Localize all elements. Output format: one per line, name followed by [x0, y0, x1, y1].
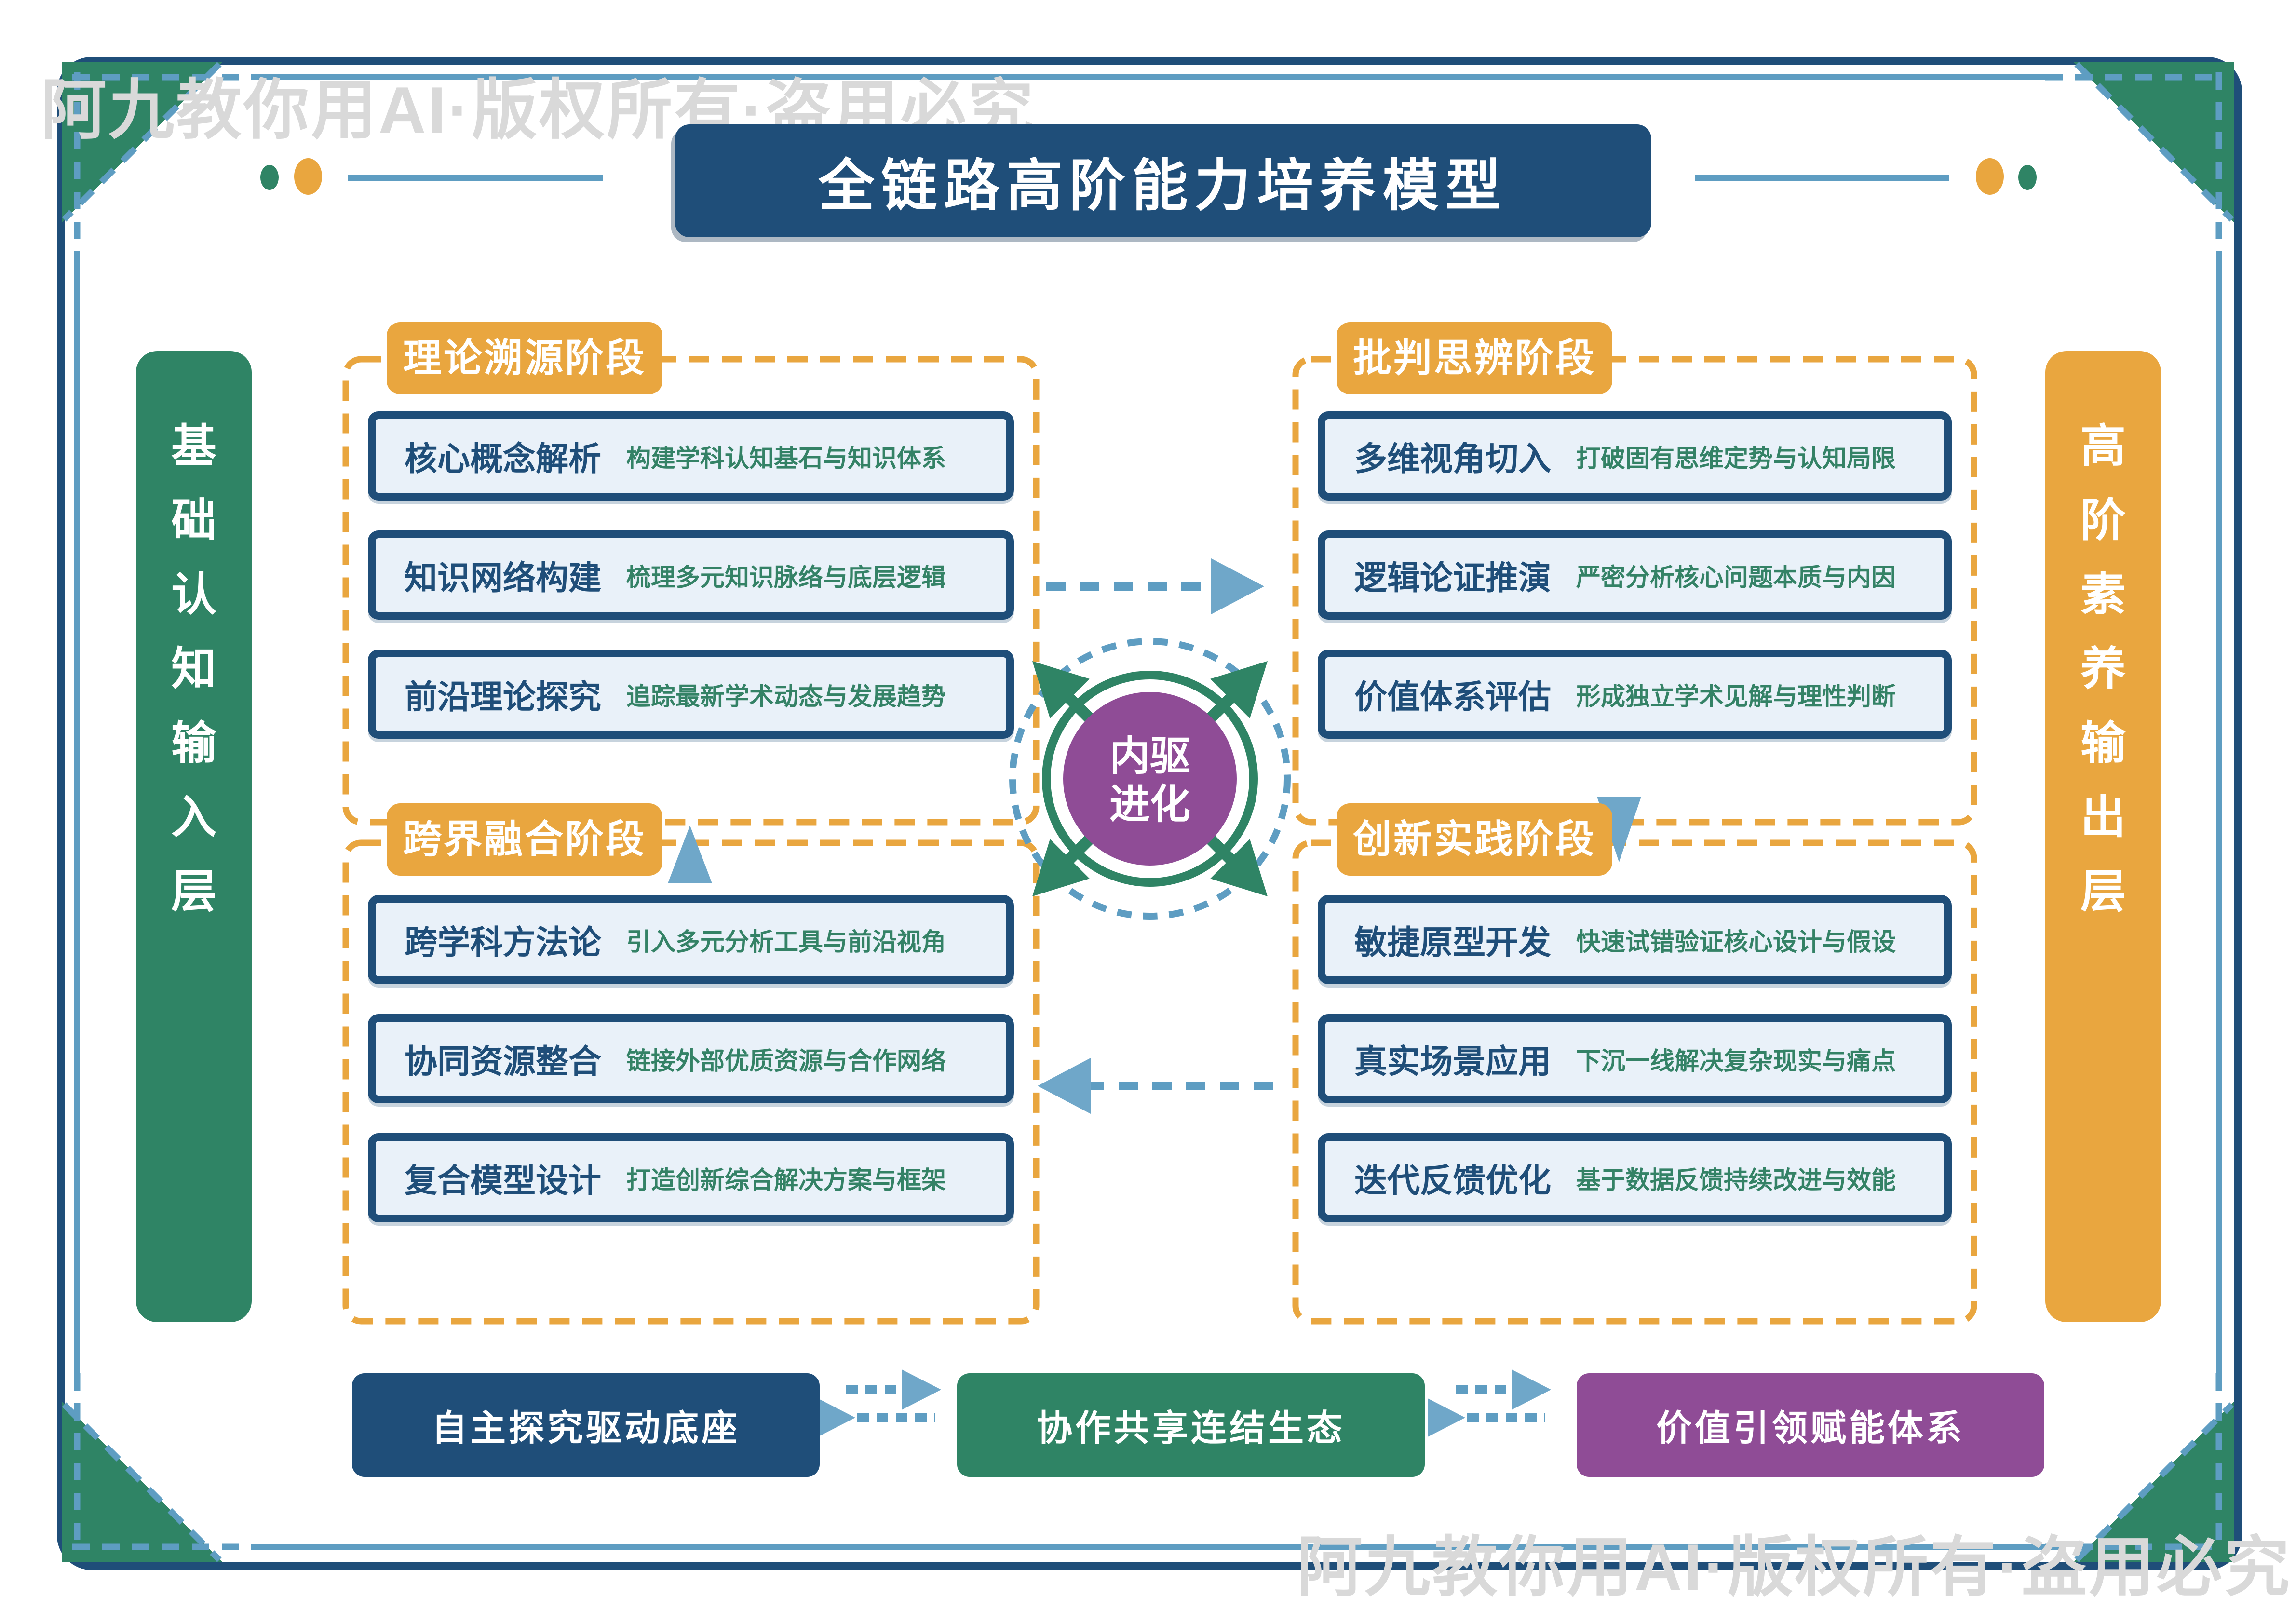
- stage-label-critical: 批判思辨阶段: [1337, 322, 1612, 394]
- inner-frame-dashed-corners: [62, 62, 2234, 1562]
- card-title: 多维视角切入: [1354, 441, 1552, 477]
- sidebar-input-layer: 基 础 认 知 输 入 层: [136, 351, 252, 1322]
- card-desc: 严密分析核心问题本质与内因: [1576, 563, 1896, 591]
- card-desc: 梳理多元知识脉络与底层逻辑: [626, 563, 946, 591]
- sidebar-char: 高: [2080, 420, 2126, 471]
- deco-dot-orange-left: [294, 158, 322, 195]
- sidebar-char: 养: [2080, 643, 2126, 694]
- card-title: 复合模型设计: [405, 1163, 602, 1199]
- footer-arrow-1: [818, 1369, 941, 1437]
- quadrant-innovation: 敏捷原型开发 快速试错验证核心设计与假设 真实场景应用 下沉一线解决复杂现实与痛…: [1296, 843, 1974, 1321]
- card-desc: 链接外部优质资源与合作网络: [626, 1047, 946, 1075]
- capability-card: 敏捷原型开发 快速试错验证核心设计与假设: [1318, 895, 1952, 984]
- quadrant-border-critical: [1292, 356, 1977, 826]
- capability-card: 价值体系评估 形成独立学术见解与理性判断: [1318, 650, 1952, 739]
- capability-card: 跨学科方法论 引入多元分析工具与前沿视角: [368, 895, 1014, 984]
- card-title: 迭代反馈优化: [1354, 1163, 1552, 1199]
- sidebar-char: 出: [2080, 792, 2126, 842]
- card-title: 敏捷原型开发: [1354, 924, 1552, 961]
- card-title: 逻辑论证推演: [1354, 560, 1552, 596]
- card-title: 跨学科方法论: [405, 924, 602, 961]
- capability-card: 多维视角切入 打破固有思维定势与认知局限: [1318, 411, 1952, 501]
- medallion-dashed-ring: [1009, 638, 1291, 920]
- title-deco-line-left: [348, 175, 603, 181]
- capability-card: 知识网络构建 梳理多元知识脉络与底层逻辑: [368, 530, 1014, 620]
- stage-label-theory: 理论溯源阶段: [387, 322, 662, 394]
- sidebar-char: 认: [171, 569, 216, 620]
- quadrant-border-innovation: [1292, 839, 1977, 1325]
- sidebar-char: 层: [171, 866, 216, 917]
- capability-card: 前沿理论探究 追踪最新学术动态与发展趋势: [368, 650, 1014, 739]
- sidebar-char: 阶: [2080, 495, 2126, 545]
- capability-card: 逻辑论证推演 严密分析核心问题本质与内因: [1318, 530, 1952, 620]
- card-desc: 构建学科认知基石与知识体系: [626, 444, 946, 472]
- card-desc: 引入多元分析工具与前沿视角: [626, 928, 946, 956]
- card-desc: 打造创新综合解决方案与框架: [626, 1166, 946, 1194]
- deco-dot-green-right: [2018, 165, 2037, 190]
- inner-drive-text-line1: 内驱: [1109, 733, 1190, 779]
- sidebar-output-layer: 高 阶 素 养 输 出 层: [2045, 351, 2161, 1322]
- quadrant-crossover: 跨学科方法论 引入多元分析工具与前沿视角 协同资源整合 链接外部优质资源与合作网…: [346, 843, 1036, 1321]
- sidebar-char: 入: [171, 792, 216, 842]
- card-desc: 下沉一线解决复杂现实与痛点: [1576, 1047, 1896, 1075]
- card-title: 协同资源整合: [405, 1043, 602, 1080]
- quadrant-border-theory: [342, 356, 1040, 826]
- footer-box-label: 自主探究驱动底座: [432, 1408, 740, 1448]
- page-title: 全链路高阶能力培养模型: [818, 154, 1508, 217]
- inner-drive-circle: [1063, 692, 1237, 866]
- sidebar-char: 层: [2080, 866, 2126, 917]
- center-medallion: 内驱 进化: [1009, 638, 1291, 920]
- flow-arrow-right: [1046, 558, 1264, 614]
- footer-box-label: 价值引领赋能体系: [1656, 1408, 1965, 1448]
- outer-frame-border: [57, 57, 2242, 1570]
- capability-card: 协同资源整合 链接外部优质资源与合作网络: [368, 1014, 1014, 1103]
- deco-dot-orange-right: [1976, 158, 2004, 195]
- card-desc: 形成独立学术见解与理性判断: [1576, 682, 1896, 710]
- inner-frame-solid-lines: [74, 74, 2222, 1550]
- medallion-green-ring: [1042, 671, 1258, 887]
- card-title: 真实场景应用: [1354, 1043, 1552, 1080]
- capability-card: 迭代反馈优化 基于数据反馈持续改进与效能: [1318, 1133, 1952, 1222]
- title-banner: 全链路高阶能力培养模型: [675, 124, 1651, 237]
- deco-dot-green-left: [260, 165, 279, 190]
- sidebar-char: 知: [171, 643, 216, 694]
- sidebar-char: 础: [171, 495, 216, 545]
- card-desc: 打破固有思维定势与认知局限: [1576, 444, 1896, 472]
- flow-arrow-left: [1038, 1058, 1273, 1114]
- capability-card: 真实场景应用 下沉一线解决复杂现实与痛点: [1318, 1014, 1952, 1103]
- card-title: 价值体系评估: [1354, 679, 1552, 716]
- footer-arrow-2: [1428, 1369, 1551, 1437]
- card-desc: 基于数据反馈持续改进与效能: [1576, 1166, 1896, 1194]
- capability-card: 复合模型设计 打造创新综合解决方案与框架: [368, 1133, 1014, 1222]
- card-title: 前沿理论探究: [405, 679, 602, 716]
- sidebar-char: 输: [2080, 717, 2126, 768]
- sidebar-char: 输: [171, 717, 216, 768]
- card-desc: 快速试错验证核心设计与假设: [1576, 928, 1896, 956]
- footer-box-exploration: 自主探究驱动底座: [352, 1373, 820, 1477]
- title-deco-line-right: [1695, 175, 1949, 181]
- inner-drive-text-line2: 进化: [1109, 782, 1190, 827]
- card-desc: 追踪最新学术动态与发展趋势: [626, 682, 946, 710]
- footer-box-value: 价值引领赋能体系: [1577, 1373, 2044, 1477]
- footer-box-collaboration: 协作共享连结生态: [957, 1373, 1425, 1477]
- capability-card: 核心概念解析 构建学科认知基石与知识体系: [368, 411, 1014, 501]
- sidebar-char: 基: [171, 420, 216, 471]
- quadrant-theory: 核心概念解析 构建学科认知基石与知识体系 知识网络构建 梳理多元知识脉络与底层逻…: [346, 359, 1036, 822]
- quadrant-critical: 多维视角切入 打破固有思维定势与认知局限 逻辑论证推演 严密分析核心问题本质与内…: [1296, 359, 1974, 822]
- medallion-outward-arrows: [1032, 661, 1268, 896]
- sidebar-char: 素: [2080, 569, 2126, 620]
- footer-box-label: 协作共享连结生态: [1037, 1408, 1345, 1448]
- flow-arrow-up: [668, 826, 712, 883]
- watermark-bottom: 阿九教你用AI·版权所有·盗用必究: [1297, 1530, 2292, 1604]
- card-title: 知识网络构建: [405, 560, 602, 596]
- card-title: 核心概念解析: [405, 441, 602, 477]
- stage-label-innovation: 创新实践阶段: [1337, 803, 1612, 876]
- stage-label-crossover: 跨界融合阶段: [387, 803, 662, 876]
